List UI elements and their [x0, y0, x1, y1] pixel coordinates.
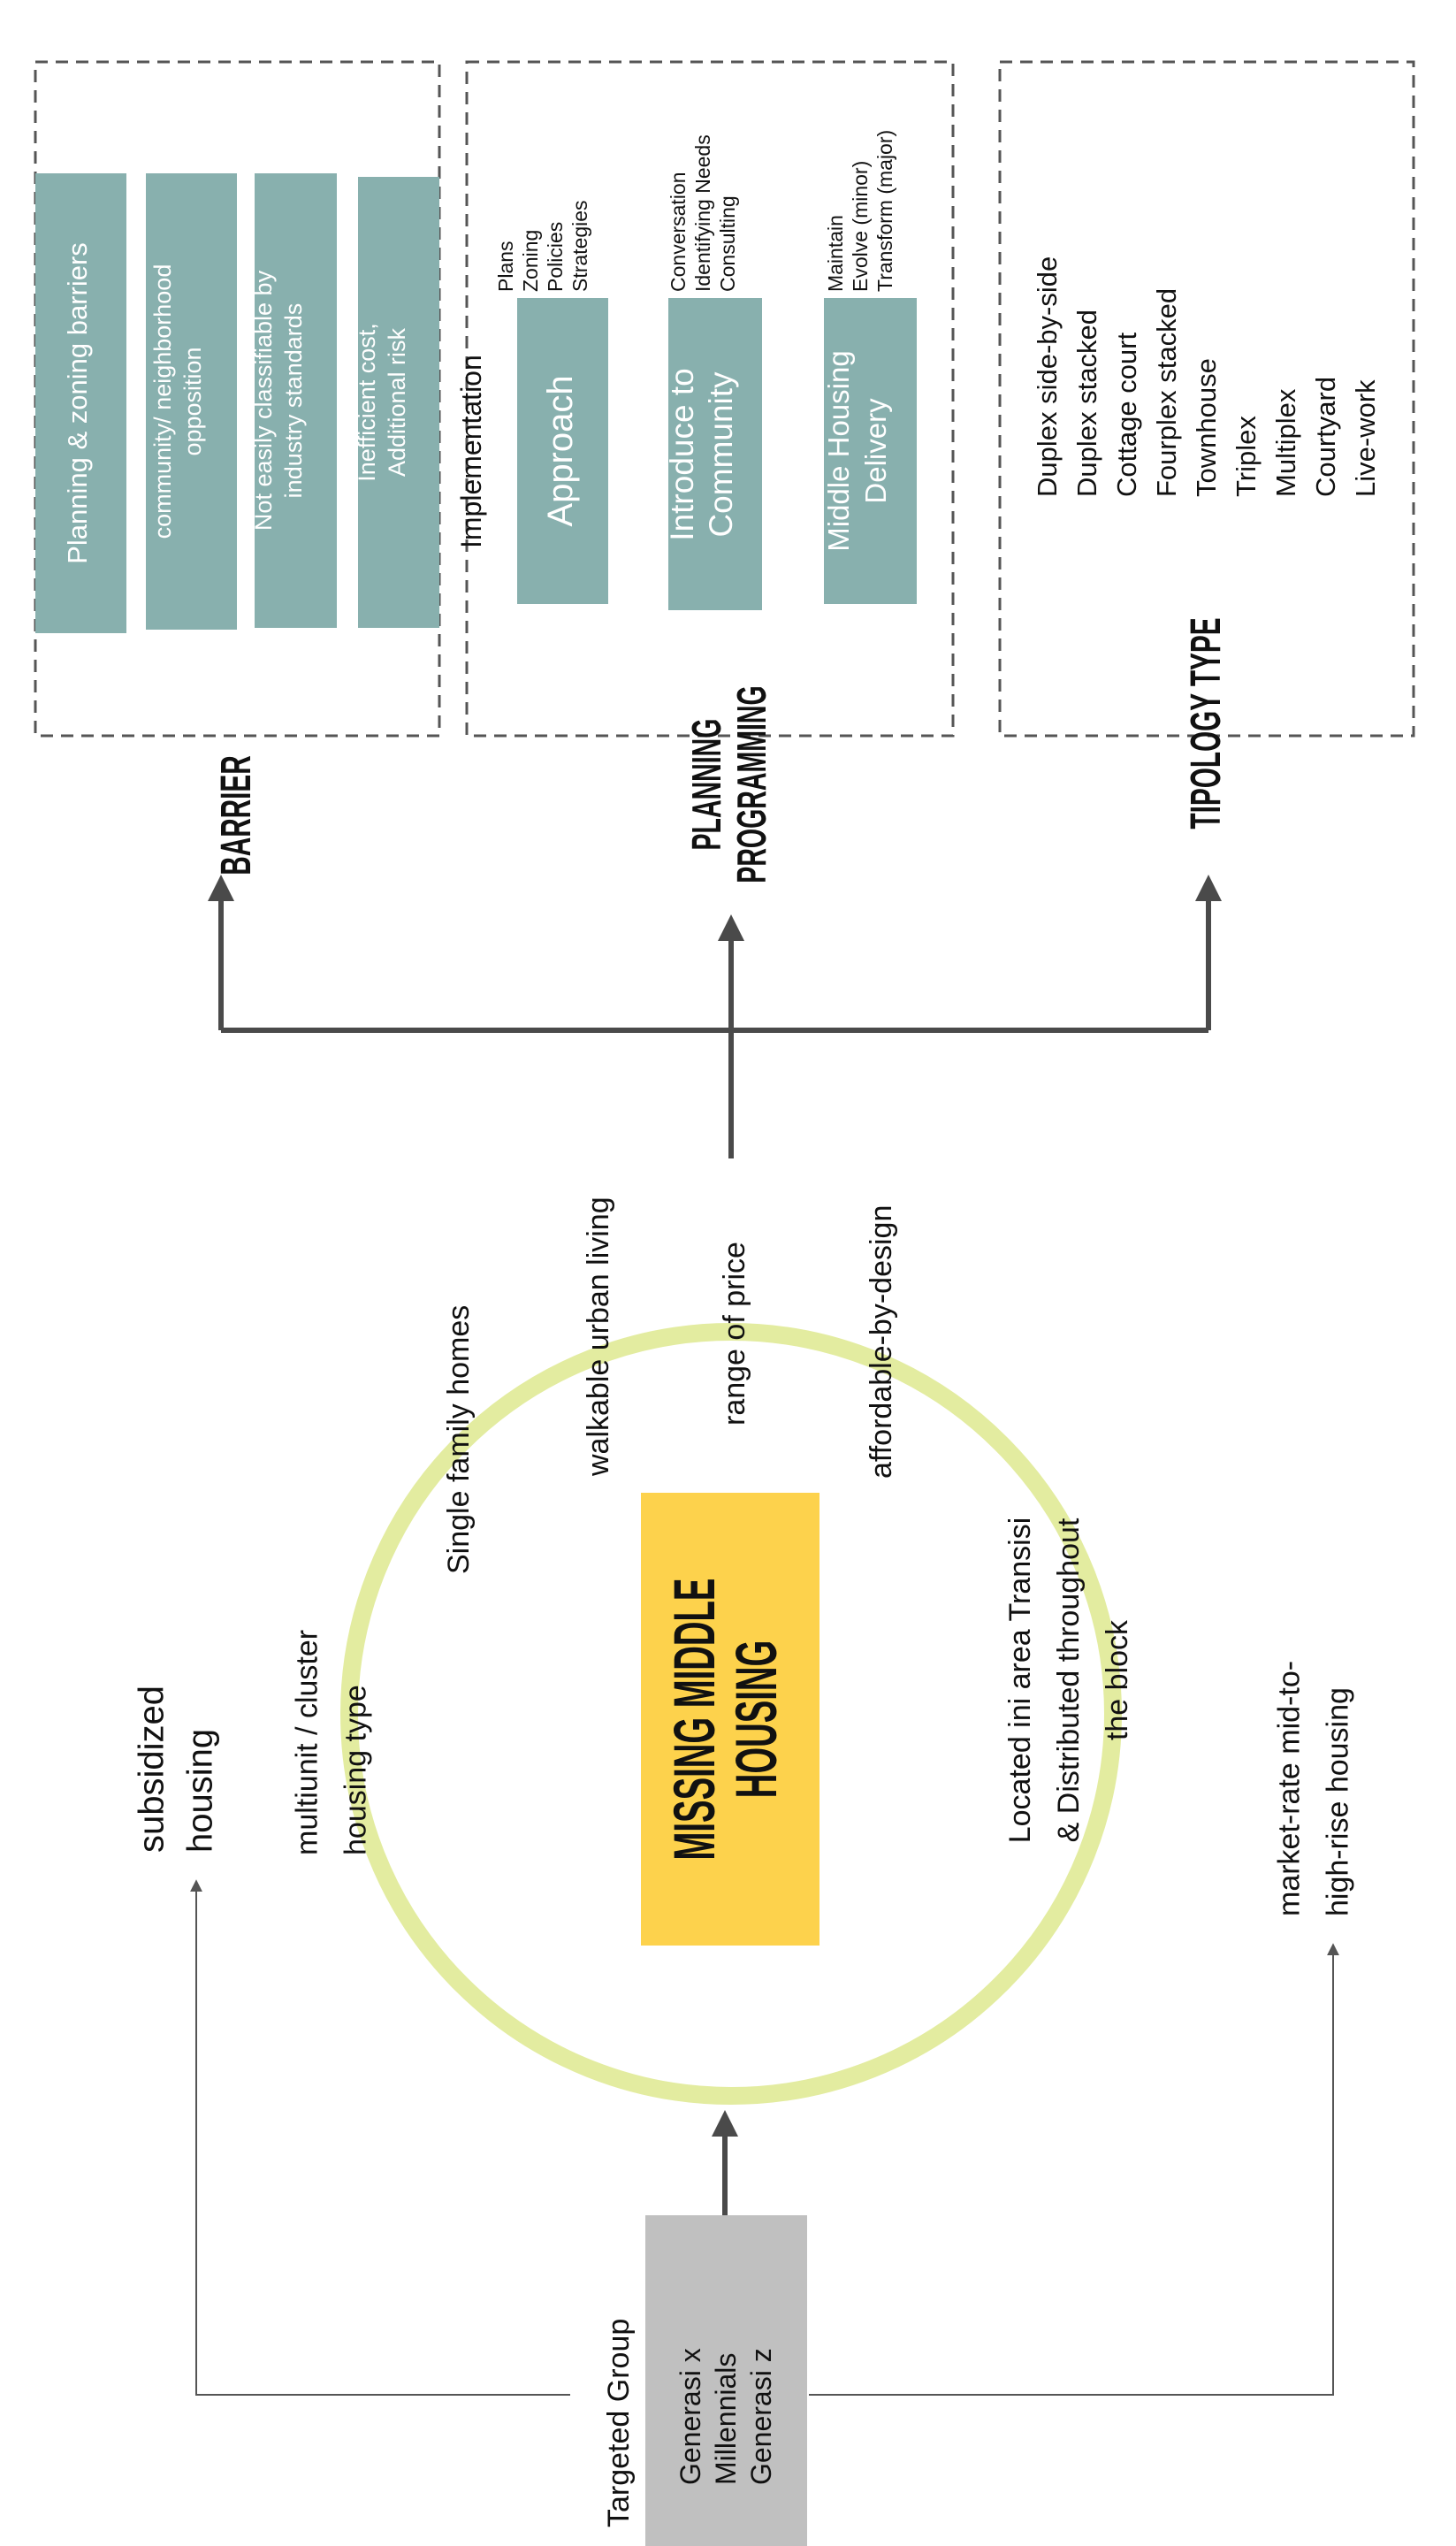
center-title-line1: MISSING MIDDLE: [662, 1579, 727, 1861]
planning-heading-line2: PROGRAMMING: [729, 685, 775, 883]
typology-heading: TIPOLOGY TYPE: [1183, 617, 1230, 829]
community-item-consulting: Consulting: [716, 195, 739, 292]
missing-middle-box: MISSING MIDDLE HOUSING: [641, 1493, 819, 1946]
typology-item: Duplex stacked: [1071, 310, 1102, 497]
typology-item: Multiplex: [1270, 388, 1301, 497]
barrier-box-1: Planning & zoning barriers: [35, 173, 126, 633]
typology-panel: [998, 60, 1415, 738]
approach-label: Approach: [541, 375, 580, 526]
center-title-line2: HOUSING: [724, 1640, 789, 1799]
approach-item-policies: Policies: [544, 222, 567, 292]
label-market-rate: market-rate mid-to-high-rise housing: [1273, 1661, 1355, 1916]
typology-item: Duplex side-by-side: [1032, 256, 1063, 497]
typology-item: Triplex: [1231, 416, 1262, 497]
typology-item: Cottage court: [1111, 333, 1142, 497]
label-single-family: Single family homes: [442, 1305, 476, 1574]
label-located: Located ini area Transisi& Distributed t…: [1003, 1518, 1134, 1844]
ring: [340, 1323, 1122, 2105]
barrier-text-4: Inefficient cost,Additional risk: [354, 323, 410, 482]
side-arrows: [190, 1879, 1339, 2396]
label-range-of-price: range of price: [718, 1242, 751, 1426]
typology-item: Fourplex stacked: [1151, 288, 1182, 497]
community-item-needs: Identifying Needs: [691, 134, 714, 292]
target-group-item: Generasi x: [675, 2348, 706, 2485]
target-group-label: Targeted Group: [602, 2319, 636, 2527]
community-box: Introduce toCommunity: [664, 298, 762, 610]
delivery-items: Maintain Evolve (minor) Transform (major…: [824, 130, 896, 292]
community-item-conversation: Conversation: [667, 172, 690, 292]
implementation-label: Implementation: [455, 355, 487, 548]
approach-item-plans: Plans: [494, 241, 517, 292]
label-walkable: walkable urban living: [582, 1197, 615, 1477]
planning-heading-line1: PLANNING: [684, 719, 730, 851]
target-group-item: Generasi z: [745, 2348, 777, 2485]
delivery-item-maintain: Maintain: [824, 215, 847, 292]
approach-box: Approach: [517, 298, 608, 604]
target-group-item: Millennials: [710, 2353, 742, 2485]
delivery-item-evolve: Evolve (minor): [849, 161, 872, 292]
barrier-heading: BARRIER: [213, 755, 260, 875]
community-items: Conversation Identifying Needs Consultin…: [667, 134, 739, 292]
typology-item: Courtyard: [1310, 377, 1341, 497]
planning-panel: [465, 60, 955, 738]
community-label: Introduce toCommunity: [664, 368, 739, 540]
delivery-item-transform: Transform (major): [873, 130, 896, 292]
typology-item: Townhouse: [1191, 358, 1222, 497]
typology-item: Live-work: [1350, 379, 1381, 497]
typology-list: Duplex side-by-side Duplex stacked Cotta…: [1032, 256, 1381, 497]
approach-items: Plans Zoning Policies Strategies: [494, 200, 591, 292]
label-affordable: affordable-by-design: [865, 1205, 898, 1479]
barrier-text-1: Planning & zoning barriers: [62, 242, 93, 564]
approach-item-strategies: Strategies: [568, 200, 591, 292]
barrier-box-4: Inefficient cost,Additional risk: [354, 177, 439, 628]
branch-arrows: [208, 875, 1222, 1158]
target-group: Targeted Group Generasi x Millennials Ge…: [602, 2215, 807, 2546]
approach-item-zoning: Zoning: [519, 230, 542, 292]
